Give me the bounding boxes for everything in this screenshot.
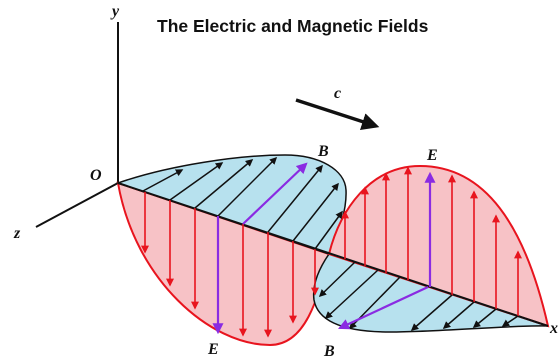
magnetic-arrows-lobe-1	[142, 156, 343, 250]
magnetic-arrow	[267, 164, 323, 233]
b-peak-arrow-top	[242, 162, 308, 225]
magnetic-arrow	[194, 159, 254, 209]
x-axis-line	[117, 182, 549, 327]
magnetic-arrow	[318, 261, 356, 298]
coordinate-axes	[35, 22, 119, 228]
diagram-title: The Electric and Magnetic Fields	[157, 16, 429, 36]
b-label-top: B	[317, 143, 329, 160]
magnetic-arrow	[169, 162, 224, 201]
peak-vectors	[212, 162, 436, 335]
x-axis-label: x	[549, 320, 558, 337]
e-label-top: E	[426, 147, 438, 164]
b-peak-arrow-bottom	[338, 286, 429, 330]
magnetic-arrow	[217, 156, 278, 217]
z-axis-label: z	[13, 225, 21, 242]
y-axis-label: y	[110, 3, 120, 20]
magnetic-arrow	[472, 308, 497, 328]
magnetic-arrow	[442, 301, 475, 329]
propagation-arrow	[295, 98, 380, 130]
origin-label: O	[90, 167, 102, 184]
magnetic-arrow	[410, 294, 453, 331]
b-label-bottom: B	[323, 343, 335, 360]
electric-arrows-lobe-1	[141, 192, 319, 338]
magnetic-arrow	[142, 169, 184, 192]
magnetic-arrow	[324, 269, 379, 320]
electric-arrows-lobe-2	[341, 166, 522, 316]
electric-field-lobe-2	[327, 164, 550, 328]
speed-label: c	[334, 85, 341, 102]
magnetic-arrow	[314, 210, 343, 250]
magnetic-arrow	[501, 315, 519, 327]
magnetic-arrow	[292, 182, 339, 242]
magnetic-arrows-lobe-2	[318, 261, 519, 331]
e-label-bottom: E	[207, 341, 219, 358]
z-axis-line	[35, 182, 119, 228]
